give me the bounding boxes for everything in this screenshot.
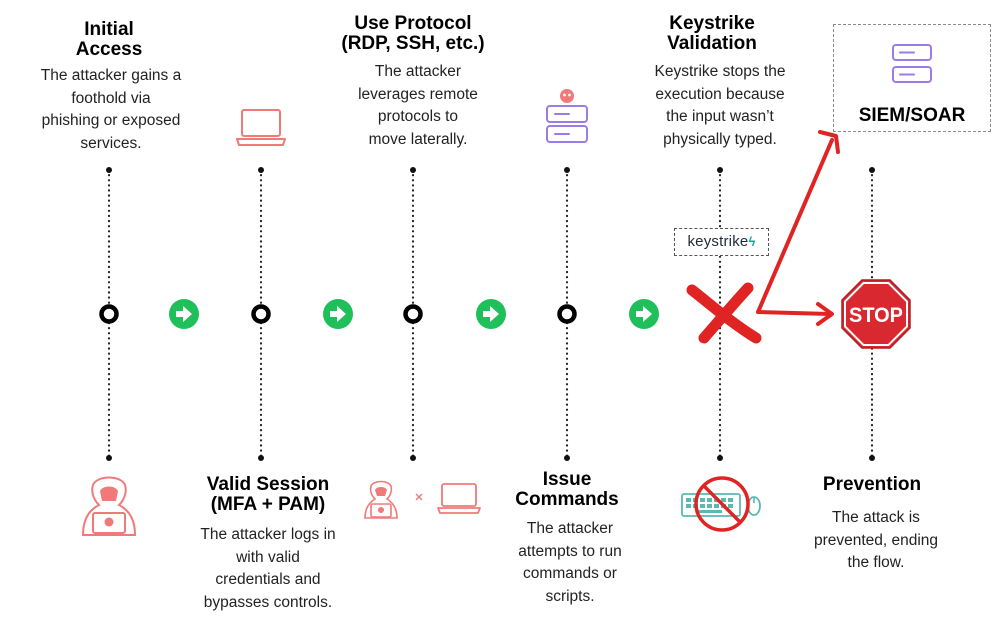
stage-title-line: Validation bbox=[667, 33, 757, 54]
stage-node-2 bbox=[251, 304, 271, 324]
stage-title-line: (MFA + PAM) bbox=[210, 494, 326, 515]
keystrike-logo-text: keystrike bbox=[687, 233, 749, 250]
stage-desc-valid-session: The attacker logs in with valid credenti… bbox=[200, 524, 335, 614]
timeline-dot bbox=[717, 167, 723, 173]
no-keyboard-icon bbox=[681, 476, 761, 532]
laptop-icon bbox=[236, 109, 286, 146]
arrow-right-icon bbox=[323, 299, 353, 329]
arrow-to-siem bbox=[756, 138, 834, 314]
timeline-dot bbox=[564, 455, 570, 461]
desc-line: bypasses controls. bbox=[203, 593, 333, 611]
arrow-right-icon bbox=[629, 299, 659, 329]
timeline-dot bbox=[258, 455, 264, 461]
siem-soar-label: SIEM/SOAR bbox=[858, 105, 966, 126]
timeline-dot bbox=[869, 167, 875, 173]
arrow-to-stop bbox=[756, 310, 832, 316]
desc-line: credentials and bbox=[215, 571, 321, 588]
stage-title-issue-commands: Issue Commands bbox=[515, 470, 618, 510]
desc-line: The attacker bbox=[374, 63, 462, 80]
arrow-right-icon bbox=[476, 299, 506, 329]
desc-line: The attacker bbox=[526, 520, 614, 537]
stage-title-initial-access: Initial Access bbox=[76, 20, 143, 60]
laptop-icon bbox=[437, 483, 481, 514]
hacked-server-icon bbox=[546, 89, 588, 143]
arrow-to-stop-head bbox=[816, 302, 834, 326]
stage-title-line: Commands bbox=[515, 489, 619, 510]
hacker-icon bbox=[81, 476, 137, 536]
bolt-icon: ϟ bbox=[748, 234, 756, 249]
timeline-dot bbox=[869, 455, 875, 461]
desc-line: with valid bbox=[236, 548, 300, 566]
stage-title-keystrike-validation: Keystrike Validation bbox=[667, 14, 757, 54]
desc-line: services. bbox=[80, 134, 142, 152]
timeline-dot bbox=[410, 167, 416, 173]
stage-desc-issue-commands: The attacker attempts to run commands or… bbox=[518, 518, 621, 608]
desc-line: prevented, ending bbox=[813, 531, 939, 549]
stage-title-line: Initial bbox=[84, 19, 134, 40]
block-x-icon bbox=[686, 282, 762, 344]
desc-line: attempts to run bbox=[518, 542, 622, 560]
desc-line: The attacker logs in bbox=[200, 526, 336, 543]
timeline-dot bbox=[106, 167, 112, 173]
desc-line: The attack is bbox=[832, 509, 920, 526]
arrow-to-siem-head bbox=[818, 130, 840, 154]
desc-line: the input wasn’t bbox=[666, 108, 774, 125]
timeline-dot bbox=[564, 167, 570, 173]
stage-title-line: Access bbox=[75, 39, 143, 60]
desc-line: protocols to bbox=[377, 108, 459, 125]
stage-title-line: Keystrike bbox=[669, 13, 755, 34]
stage-node-4 bbox=[557, 304, 577, 324]
stage-node-3 bbox=[403, 304, 423, 324]
server-icon bbox=[892, 44, 932, 83]
stage-title-line: Valid Session bbox=[206, 474, 330, 495]
desc-line: scripts. bbox=[545, 587, 595, 605]
stage-desc-prevention: The attack is prevented, ending the flow… bbox=[814, 507, 938, 575]
stage-title-line: Use Protocol bbox=[354, 13, 472, 34]
desc-line: commands or bbox=[523, 565, 617, 582]
stage-title-prevention: Prevention bbox=[823, 475, 921, 495]
desc-line: physically typed. bbox=[663, 130, 777, 148]
desc-line: move laterally. bbox=[368, 130, 468, 148]
keystrike-logo: keystrikeϟ bbox=[674, 228, 769, 256]
timeline-dot bbox=[258, 167, 264, 173]
timeline-dot bbox=[717, 455, 723, 461]
timeline-dot bbox=[410, 455, 416, 461]
timeline-dot bbox=[106, 455, 112, 461]
desc-line: The attacker gains a bbox=[40, 67, 182, 84]
connect-x-icon bbox=[415, 493, 423, 501]
stage-title-line: Prevention bbox=[822, 474, 922, 495]
desc-line: leverages remote bbox=[358, 85, 478, 103]
stage-title-line: (RDP, SSH, etc.) bbox=[341, 33, 485, 54]
desc-line: the flow. bbox=[847, 554, 905, 571]
stop-sign-label: STOP bbox=[849, 304, 903, 327]
arrow-right-icon bbox=[169, 299, 199, 329]
desc-line: phishing or exposed bbox=[41, 112, 181, 129]
desc-line: execution because bbox=[655, 85, 785, 103]
stage-title-valid-session: Valid Session (MFA + PAM) bbox=[207, 475, 330, 515]
stage-desc-keystrike-validation: Keystrike stops the execution because th… bbox=[655, 61, 786, 151]
stage-desc-initial-access: The attacker gains a foothold via phishi… bbox=[41, 65, 181, 155]
desc-line: Keystrike stops the bbox=[654, 63, 786, 80]
stage-title-use-protocol: Use Protocol (RDP, SSH, etc.) bbox=[341, 14, 484, 54]
desc-line: foothold via bbox=[71, 89, 151, 107]
stop-sign-icon: STOP bbox=[841, 279, 911, 349]
stage-desc-use-protocol: The attacker leverages remote protocols … bbox=[358, 61, 478, 151]
stage-node-1 bbox=[99, 304, 119, 324]
stage-title-line: Issue bbox=[542, 469, 592, 490]
hacker-icon bbox=[364, 480, 398, 519]
siem-soar-box: SIEM/SOAR bbox=[833, 24, 991, 132]
